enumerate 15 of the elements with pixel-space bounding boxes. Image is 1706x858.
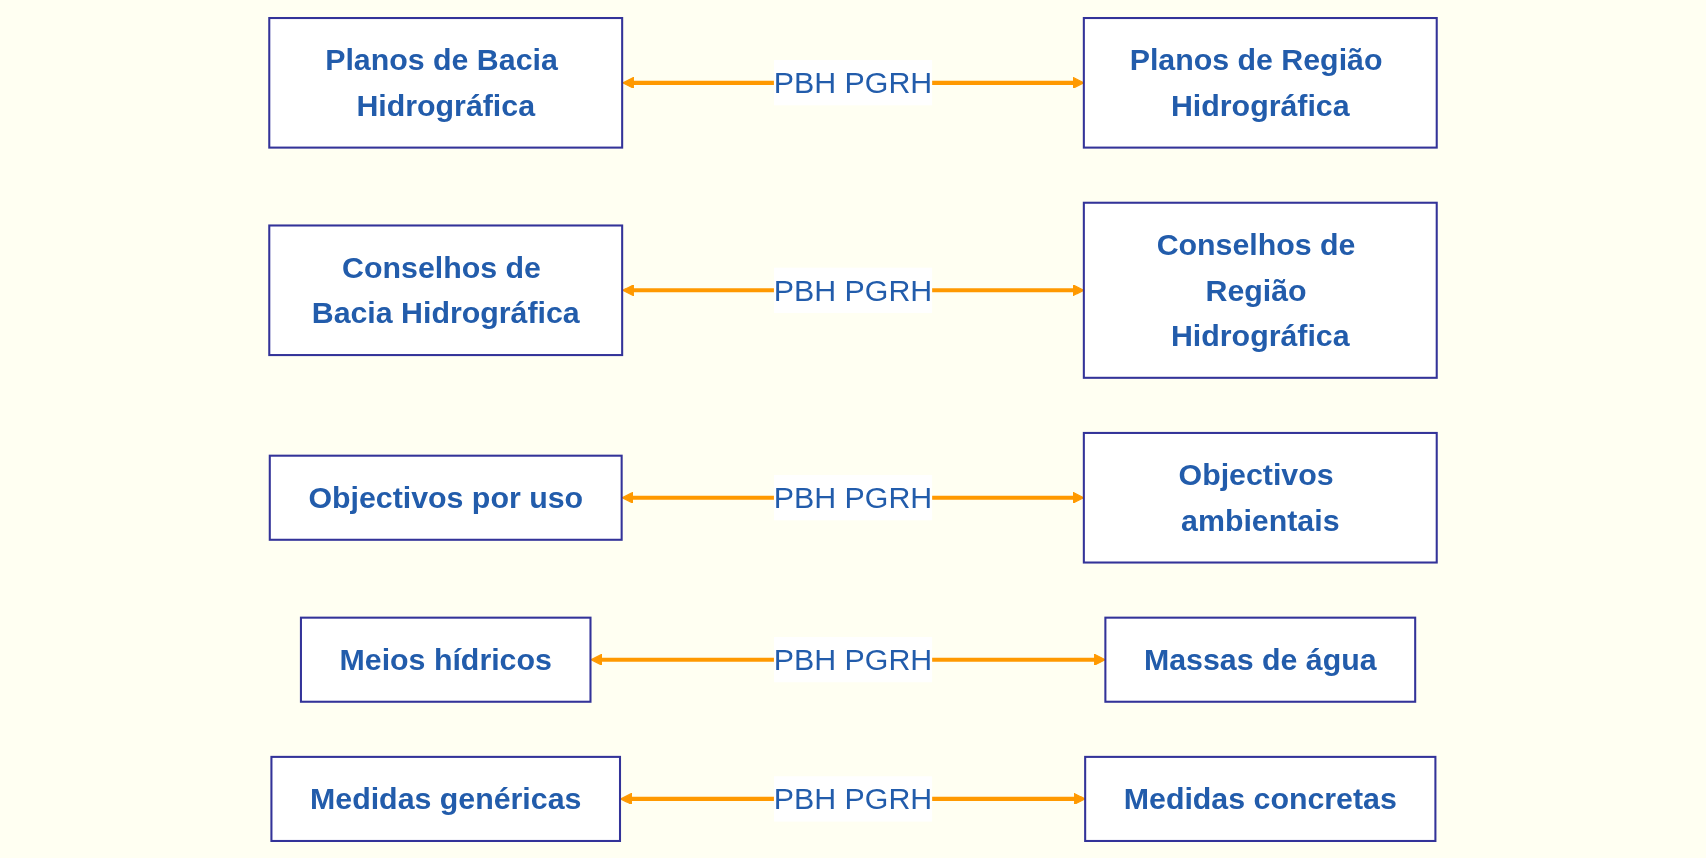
node-box: Medidas concretas: [1084, 755, 1437, 842]
node-box: Meios hídricos: [299, 616, 592, 703]
node-box: Objectivos ambientais: [1082, 431, 1438, 564]
edge-label: PBH PGRH: [773, 480, 933, 515]
edge-label: PBH PGRH: [773, 641, 933, 677]
node-box: Medidas genéricas: [270, 755, 622, 842]
node-box: Planos de Região Hidrográfica: [1082, 16, 1438, 149]
node-box: Conselhos de Região Hidrográfica: [1082, 201, 1438, 379]
node-box: Conselhos de Bacia Hidrográfica: [268, 223, 624, 356]
node-box: Objectivos por uso: [268, 454, 623, 541]
node-box: Planos de Bacia Hidrográfica: [268, 16, 624, 149]
edge-label: PBH PGRH: [773, 272, 933, 308]
node-box: Massas de água: [1104, 616, 1417, 703]
edge-label: PBH PGRH: [773, 781, 933, 816]
edge-label: PBH PGRH: [773, 65, 933, 100]
